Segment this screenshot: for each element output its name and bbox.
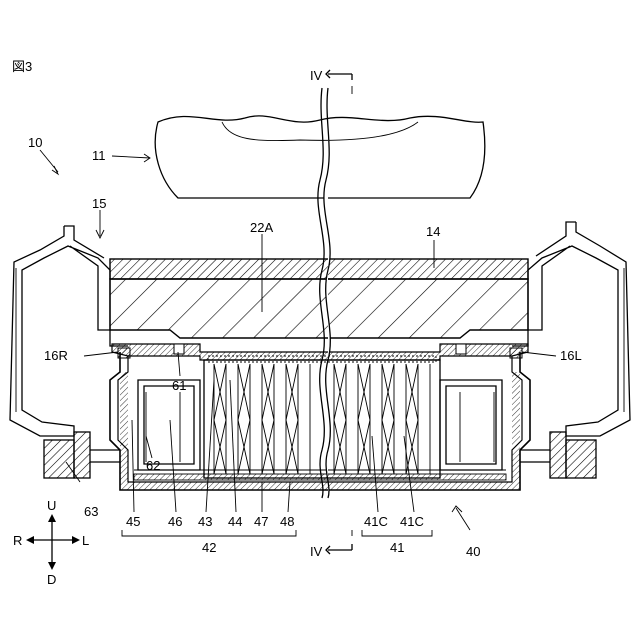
group-brackets — [122, 530, 432, 536]
label-47: 47 — [254, 514, 268, 529]
side-sill-right — [10, 226, 110, 436]
side-sill-left — [528, 222, 630, 436]
label-44: 44 — [228, 514, 242, 529]
label-45: 45 — [126, 514, 140, 529]
label-41: 41 — [390, 540, 404, 555]
seat-cushion — [155, 116, 485, 198]
duct-right-side — [138, 380, 200, 470]
label-48: 48 — [280, 514, 294, 529]
label-10: 10 — [28, 135, 42, 150]
label-43: 43 — [198, 514, 212, 529]
label-62: 62 — [146, 458, 160, 473]
label-22A: 22A — [250, 220, 273, 235]
label-42: 42 — [202, 540, 216, 555]
label-63: 63 — [84, 504, 98, 519]
svg-text:IV: IV — [310, 68, 323, 83]
direction-compass: U D R L — [13, 498, 89, 587]
direction-left: L — [82, 533, 89, 548]
direction-up: U — [47, 498, 56, 513]
label-11: 11 — [92, 148, 106, 163]
mount-block-right — [44, 432, 120, 478]
direction-right: R — [13, 533, 22, 548]
label-15: 15 — [92, 196, 106, 211]
figure-title: 図3 — [12, 59, 32, 74]
section-marker-top: IV — [310, 68, 352, 94]
label-61: 61 — [172, 378, 186, 393]
svg-text:IV: IV — [310, 544, 323, 559]
label-40: 40 — [466, 544, 480, 559]
label-16R: 16R — [44, 348, 68, 363]
battery-module — [204, 356, 440, 478]
label-41C-a: 41C — [364, 514, 388, 529]
label-41C-b: 41C — [400, 514, 424, 529]
mount-block-left — [520, 432, 596, 478]
label-46: 46 — [168, 514, 182, 529]
floor-panel-14 — [110, 259, 528, 279]
section-marker-bottom: IV — [310, 530, 352, 559]
duct-left-side — [440, 380, 502, 470]
label-14: 14 — [426, 224, 440, 239]
direction-down: D — [47, 572, 56, 587]
member-22A — [110, 279, 528, 338]
label-16L: 16L — [560, 348, 582, 363]
